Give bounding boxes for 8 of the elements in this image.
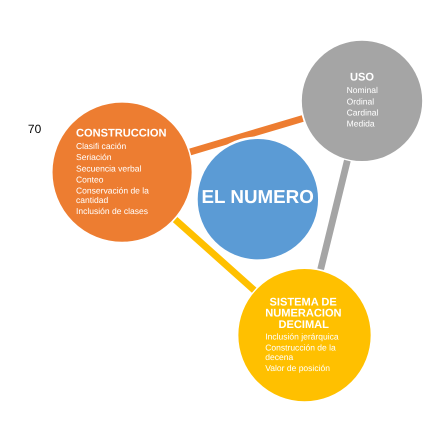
label: 70	[28, 122, 42, 136]
node-circle: EL NUMERO	[195, 136, 321, 262]
connector	[172, 217, 256, 293]
node-circle: CONSTRUCCION Clasifi cación Seriación Secuencia verbal Conteo Conservación de la cantidad Inclusión de clases	[50, 100, 194, 244]
node-circle: USO Nominal Ordinal Cardinal Medida	[299, 38, 425, 164]
connector	[317, 160, 351, 270]
connector	[189, 115, 304, 156]
node-circle: SISTEMA DE NUMERACION DECIMAL Inclusión jerárquica Construcción de la decena Valor de posición	[236, 266, 374, 404]
